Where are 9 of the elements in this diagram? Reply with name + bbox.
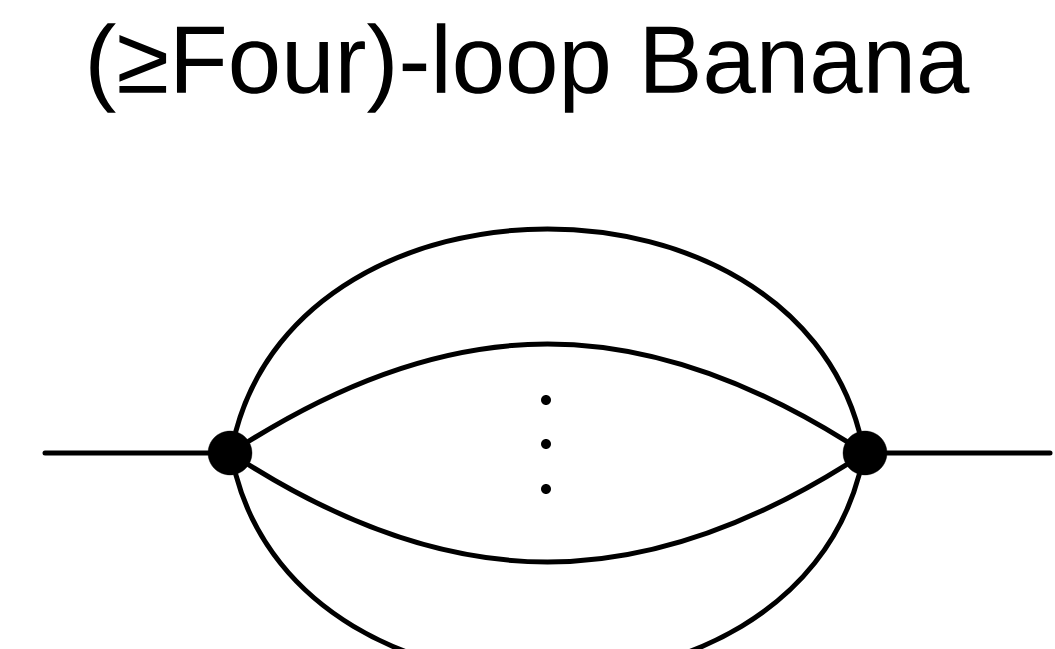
vertex-dot [207, 430, 253, 476]
title: (≥Four)-loop Banana [90, 23, 970, 113]
vertex-dot [842, 430, 888, 476]
external-line [884, 450, 1053, 456]
propagator-line [246, 341, 849, 444]
external-line [42, 450, 211, 456]
propagator-line [233, 471, 862, 649]
propagator-line [233, 226, 862, 435]
propagator-line [246, 462, 849, 565]
